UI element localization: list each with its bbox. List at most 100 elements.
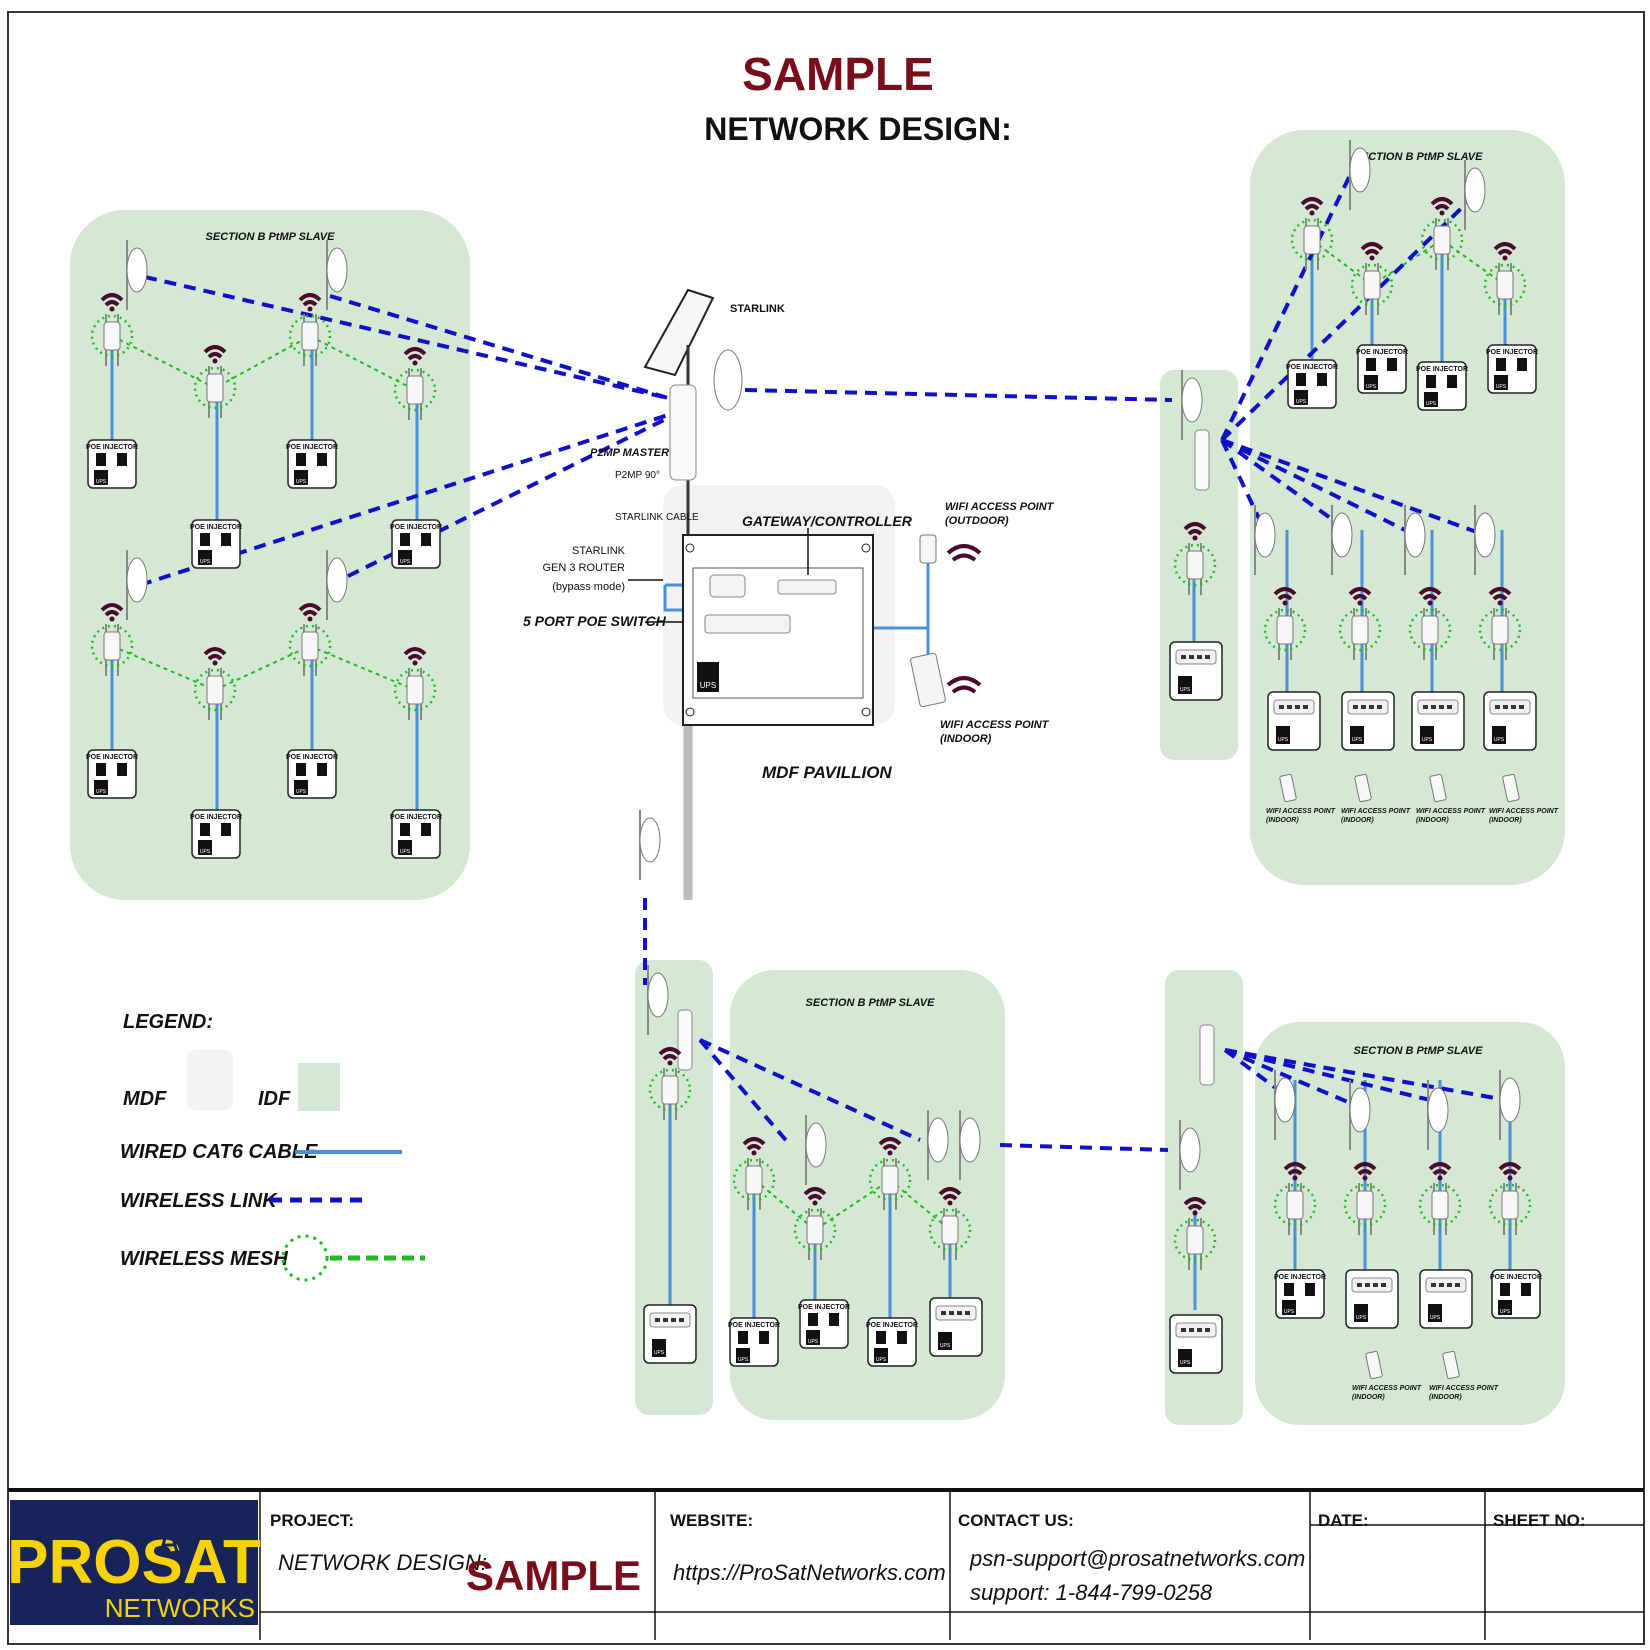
mesh-ap-node <box>1418 1183 1462 1235</box>
ups-icon <box>294 780 308 795</box>
ups-icon <box>1428 1304 1442 1322</box>
wifi-signal-icon <box>742 1137 766 1156</box>
mesh-ring <box>193 366 237 410</box>
poe-injector-label: POE INJECTOR <box>1356 349 1408 356</box>
tb-project-label: PROJECT: <box>270 1511 354 1530</box>
mesh-ring <box>1478 608 1522 652</box>
mdf-ap-indoor-icon <box>910 652 982 708</box>
poe-switch-unit: UPS <box>1169 641 1223 701</box>
ups-label: UPS <box>1284 1309 1295 1315</box>
idf-region-top-right <box>1250 130 1565 885</box>
mesh-ap-node <box>648 1068 692 1120</box>
p2mp-dish-icon <box>1404 505 1426 575</box>
label-starlink-cable: STARLINK CABLE <box>615 512 699 523</box>
ups-icon <box>94 780 108 795</box>
ups-icon <box>1364 375 1378 390</box>
wired-cables <box>110 240 1512 1320</box>
tb-project-value: NETWORK DESIGN: <box>278 1550 487 1575</box>
legend-mdf-label: MDF <box>123 1088 167 1110</box>
ups-label: UPS <box>1426 401 1437 407</box>
mesh-ring <box>90 314 134 358</box>
legend-wireless-label: WIRELESS LINK <box>120 1190 278 1212</box>
ups-label: UPS <box>1278 737 1289 743</box>
wifi-signal-icon <box>1300 197 1324 216</box>
wireless-mesh-links <box>111 238 1506 1232</box>
ups-icon <box>398 550 412 565</box>
label-gateway: GATEWAY/CONTROLLER <box>742 513 913 529</box>
wifi-signal-icon <box>100 293 124 312</box>
mesh-ap-node <box>1478 608 1522 660</box>
label-router-1: STARLINK <box>572 545 626 557</box>
poe-injector-label: POE INJECTOR <box>190 814 242 821</box>
ups-label: UPS <box>1422 737 1433 743</box>
tb-sheet-label: SHEET NO: <box>1493 1511 1586 1530</box>
wifi-access-point-indoor: WIFI ACCESS POINT(INDOOR) <box>1416 773 1486 824</box>
poe-injector-label: POE INJECTOR <box>1490 1274 1542 1281</box>
section-label-top-left: SECTION B PtMP SLAVE <box>206 231 336 243</box>
mesh-ring <box>1338 608 1382 652</box>
idf-region-bottom-right <box>1255 1022 1565 1425</box>
mesh-ap-node <box>90 624 134 676</box>
mesh-ap-node <box>1338 608 1382 660</box>
wifi-signal-icon <box>298 603 322 622</box>
poe-injector-label: POE INJECTOR <box>286 754 338 761</box>
tb-website-value[interactable]: https://ProSatNetworks.com <box>673 1560 946 1585</box>
mesh-ring <box>1408 608 1452 652</box>
tb-contact-email[interactable]: psn-support@prosatnetworks.com <box>969 1546 1305 1571</box>
poe-injector-label: POE INJECTOR <box>798 1304 850 1311</box>
wifi-signal-icon <box>1348 587 1372 606</box>
wifi-access-point-indoor: WIFI ACCESS POINT(INDOOR) <box>1266 773 1336 824</box>
p2mp-dish-icon <box>1427 1080 1449 1150</box>
ups-label: UPS <box>808 1339 819 1345</box>
mesh-ring <box>1488 1183 1532 1227</box>
ap-indoor-label-2: (INDOOR) <box>1489 817 1522 824</box>
wifi-signal-icon <box>1498 1162 1522 1181</box>
tb-date-label: DATE: <box>1318 1511 1369 1530</box>
title-block: PROSAT NETWORKS PROJECT: NETWORK DESIGN:… <box>7 1488 1644 1640</box>
p2mp-dish-icon <box>1464 160 1486 230</box>
mesh-ap-node <box>1343 1183 1387 1235</box>
mesh-ring <box>393 368 437 412</box>
wifi-signal-icon <box>1183 1197 1207 1216</box>
p2mp-master-icon <box>1199 1024 1215 1086</box>
mesh-ap-node <box>1173 543 1217 595</box>
wifi-signal-icon <box>403 347 427 366</box>
ups-icon <box>1492 726 1506 744</box>
p2mp-dish-icon <box>1181 370 1203 440</box>
ap-indoor-label-2: (INDOOR) <box>1429 1394 1462 1401</box>
label-ap-outdoor-1: WIFI ACCESS POINT <box>945 501 1055 513</box>
ups-icon <box>1494 375 1508 390</box>
poe-injector-label: POE INJECTOR <box>190 524 242 531</box>
label-router-3: (bypass mode) <box>552 581 625 593</box>
logo-networks: NETWORKS <box>105 1593 255 1623</box>
poe-injector-label: POE INJECTOR <box>286 444 338 451</box>
wifi-signal-icon <box>203 647 227 666</box>
poe-injector-label: POE INJECTOR <box>390 814 442 821</box>
wifi-signal-icon <box>1430 197 1454 216</box>
ap-indoor-label-1: WIFI ACCESS POINT <box>1416 808 1486 815</box>
ups-icon <box>1294 390 1308 405</box>
ap-indoor-label-2: (INDOOR) <box>1352 1394 1385 1401</box>
starlink-router-icon <box>709 574 746 598</box>
ups-icon <box>198 840 212 855</box>
wifi-signal-icon <box>1428 1162 1452 1181</box>
ap-indoor-label-2: (INDOOR) <box>1266 817 1299 824</box>
poe-injector-label: POE INJECTOR <box>86 754 138 761</box>
ups-label: UPS <box>1430 1315 1441 1321</box>
p2mp-dish-icon <box>639 810 661 880</box>
mesh-ap-node <box>193 366 237 418</box>
label-starlink: STARLINK <box>730 303 785 315</box>
wifi-access-point-indoor: WIFI ACCESS POINT(INDOOR) <box>1489 773 1559 824</box>
mesh-ap-node <box>288 624 332 676</box>
label-poe-switch: 5 PORT POE SWITCH <box>523 613 667 629</box>
poe-switch-unit: UPS <box>929 1297 983 1357</box>
logo-background <box>10 1500 258 1625</box>
mesh-ring <box>648 1068 692 1112</box>
